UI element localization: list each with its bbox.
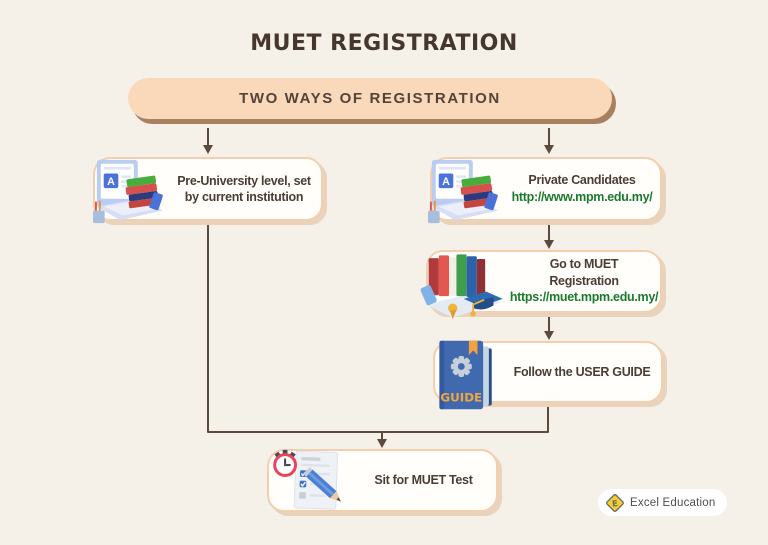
node-go-to-muet-registration: Go to MUET Registration https://muet.mpm… — [420, 250, 662, 320]
brand-badge: E Excel Education — [598, 489, 728, 516]
header-two-ways: TWO WAYS OF REGISTRATION — [128, 78, 612, 119]
node-label-line2: by current institution — [184, 190, 304, 204]
svg-text:A: A — [107, 176, 115, 188]
header-label: TWO WAYS OF REGISTRATION — [239, 90, 501, 107]
node-url: http://www.mpm.edu.my/ — [511, 189, 653, 204]
svg-text:A: A — [442, 176, 450, 188]
node-label: Sit for MUET Test — [374, 473, 473, 488]
svg-text:E: E — [611, 498, 618, 509]
page-title: MUET REGISTRATION — [250, 31, 518, 56]
node-label-line1: Go to MUET — [549, 257, 619, 272]
node-sit-for-muet-test: Sit for MUET Test — [267, 449, 498, 512]
node-private-candidates: A Private Candidates http://www.mpm.e — [428, 157, 662, 224]
node-label-line2: Registration — [549, 273, 619, 288]
guide-book-title: GUIDE — [440, 391, 482, 405]
arrowhead-guide — [544, 331, 554, 340]
arrowhead-gomuet — [544, 240, 554, 249]
laptop-books-icon: A — [91, 156, 167, 233]
arrowhead-private — [544, 145, 554, 154]
diamond-logo-icon: E — [604, 492, 626, 514]
brand-label: Excel Education — [630, 496, 716, 509]
clock-checklist-icon — [271, 448, 355, 523]
node-follow-user-guide: GUIDE Follow the USER GUIDE — [433, 340, 663, 410]
arrowhead-preuniversity — [203, 145, 213, 154]
books-graduation-cap-icon — [416, 247, 508, 328]
node-label: Follow the USER GUIDE — [513, 364, 651, 379]
node-url: https://muet.mpm.edu.my/ — [509, 290, 659, 305]
node-pre-university: A Pre-University level, set by curren — [93, 157, 323, 224]
gear-icon — [450, 356, 472, 377]
node-label-line1: Pre-University level, set — [177, 173, 311, 188]
laptop-books-icon: A — [426, 156, 502, 233]
guide-book-icon: GUIDE — [437, 337, 497, 420]
node-label: Private Candidates — [528, 173, 636, 187]
arrowhead-sittest — [377, 439, 387, 448]
